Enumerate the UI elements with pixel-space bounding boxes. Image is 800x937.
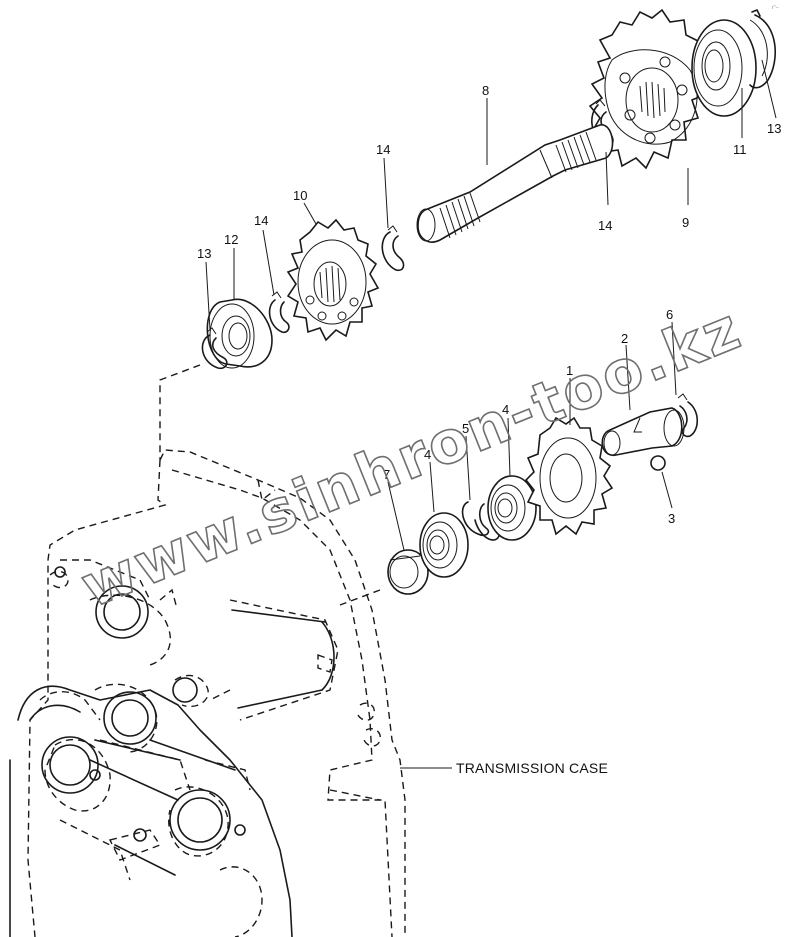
- callout-14-center: 14: [376, 142, 390, 157]
- transmission-case-label: TRANSMISSION CASE: [456, 760, 608, 776]
- callout-11: 11: [733, 142, 747, 157]
- pin-2: [601, 407, 685, 456]
- bearing-4-right: [487, 475, 537, 541]
- callout-1: 1: [566, 363, 573, 378]
- callout-12: 12: [224, 232, 238, 247]
- ball-3: [650, 455, 666, 471]
- callout-numbers: 13 12 14 10 14 8 14 9 11 13 7 4 5 4 1 2 …: [197, 83, 781, 526]
- callout-13-left: 13: [197, 246, 211, 261]
- callout-9: 9: [682, 215, 689, 230]
- callout-14-right: 14: [598, 218, 612, 233]
- bearing-12: [206, 298, 273, 369]
- gear-1: [524, 416, 614, 536]
- callout-13-right: 13: [767, 121, 781, 136]
- callout-4-right: 4: [502, 402, 509, 417]
- callout-7: 7: [383, 467, 390, 482]
- snap-ring-14-left: [268, 291, 290, 334]
- callout-8: 8: [482, 83, 489, 98]
- snap-ring-13-left: [201, 327, 228, 370]
- callout-3: 3: [668, 511, 675, 526]
- bearing-11: [691, 19, 757, 117]
- assembly-centerlines: [159, 364, 381, 701]
- callout-2: 2: [621, 331, 628, 346]
- callout-5: 5: [462, 421, 469, 436]
- callout-10: 10: [293, 188, 307, 203]
- callout-6: 6: [666, 307, 673, 322]
- callout-4-left: 4: [424, 447, 431, 462]
- corner-mark: r''--: [772, 5, 779, 11]
- bearing-4-left: [419, 512, 469, 578]
- leader-lines: [205, 59, 777, 769]
- gear-10: [286, 218, 380, 342]
- seal-7: [387, 549, 429, 595]
- callout-14-left: 14: [254, 213, 268, 228]
- gear-9: [588, 8, 708, 170]
- snap-ring-14-center: [381, 225, 405, 272]
- snap-ring-6: [677, 393, 699, 438]
- shaft-8: [416, 124, 614, 243]
- transmission-case: [9, 449, 406, 937]
